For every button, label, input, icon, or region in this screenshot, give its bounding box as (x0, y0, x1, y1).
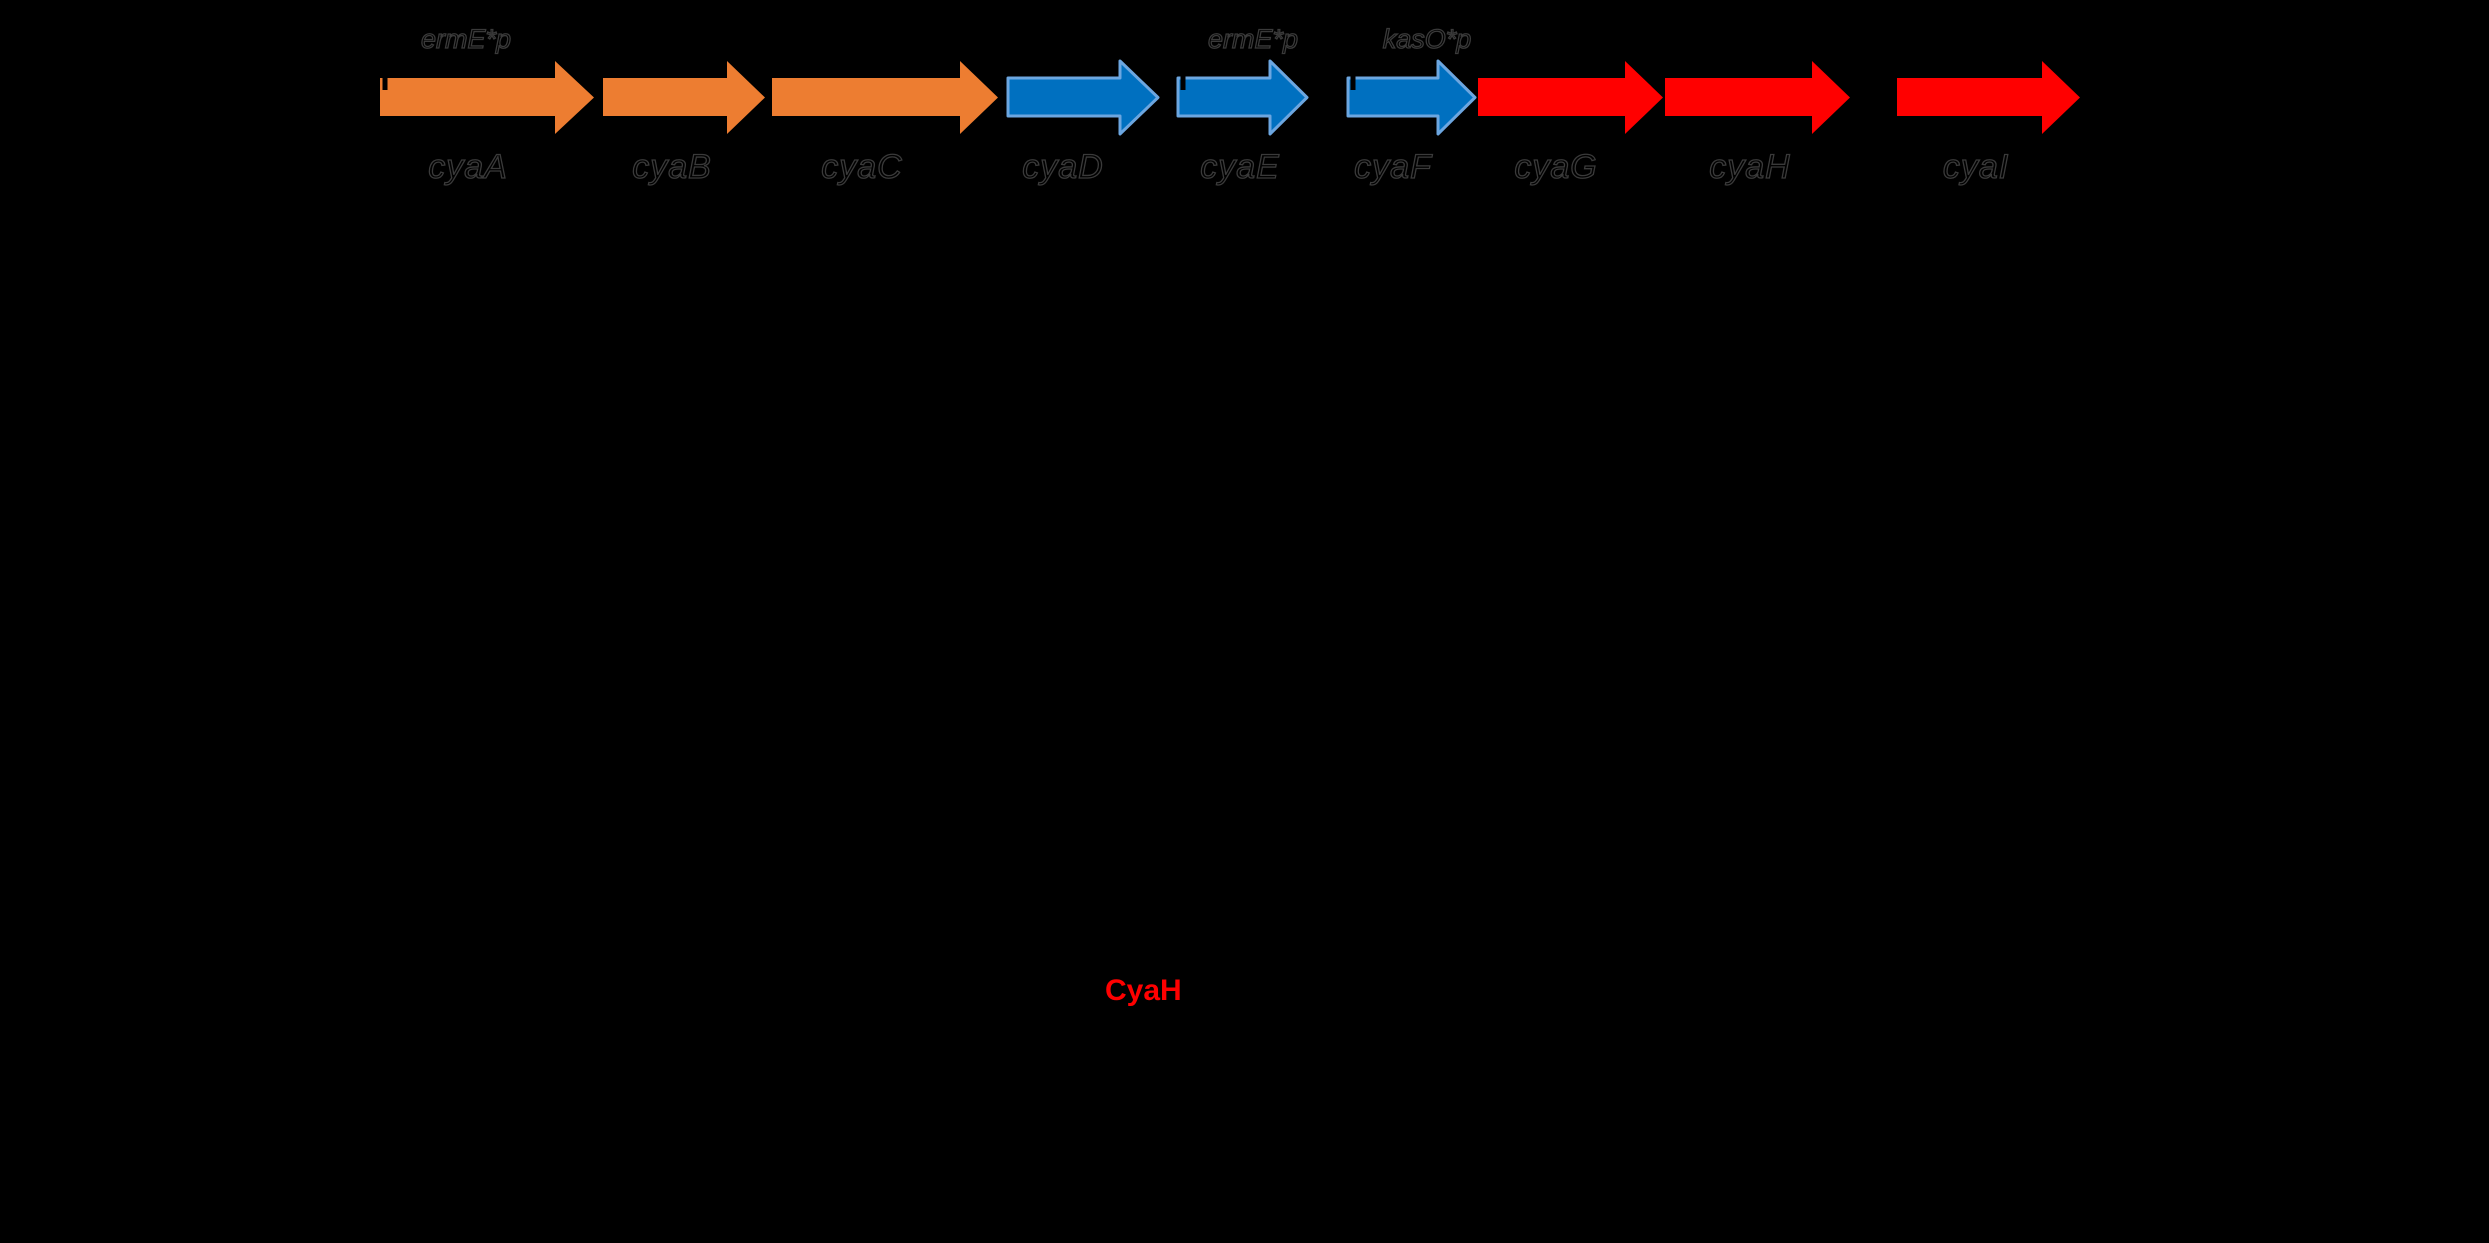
promoter-label-cyaF: kasO*p (1382, 23, 1472, 54)
gene-name-label-cyaI: cyaI (1942, 147, 2010, 186)
gene-arrow-cyaI (1897, 61, 2080, 134)
gene-name-label-cyaF: cyaF (1354, 147, 1432, 186)
gene-name-label-cyaG: cyaG (1514, 147, 1598, 186)
enzyme-label-cyah: CyaH (1105, 974, 1182, 1007)
gene-arrow-cyaD (1006, 59, 1160, 136)
gene-arrow-cyaH (1665, 61, 1850, 134)
gene-name-label-cyaA: cyaA (428, 147, 508, 186)
gene-name-label-cyaH: cyaH (1709, 147, 1791, 186)
gene-arrow-cyaF (1346, 59, 1477, 136)
gene-arrow-cyaG (1478, 61, 1663, 134)
gene-arrow-cyaE (1176, 59, 1309, 136)
gene-arrow-cyaC (772, 61, 998, 134)
gene-name-label-cyaB: cyaB (632, 147, 712, 186)
promoter-insertion-arrow-cyaE (1180, 42, 1231, 90)
gene-arrow-cyaB (603, 61, 765, 134)
promoter-insertion-arrow-cyaF (1350, 42, 1401, 90)
gene-arrow-cyaA (380, 61, 594, 134)
gene-name-label-cyaD: cyaD (1022, 147, 1104, 186)
gene-name-label-cyaC: cyaC (821, 147, 903, 186)
gene-name-label-cyaE: cyaE (1200, 147, 1280, 186)
promoter-insertion-arrow-cyaA (382, 42, 433, 90)
promoter-label-cyaA: ermE*p (420, 23, 512, 54)
promoter-label-cyaE: ermE*p (1207, 23, 1299, 54)
